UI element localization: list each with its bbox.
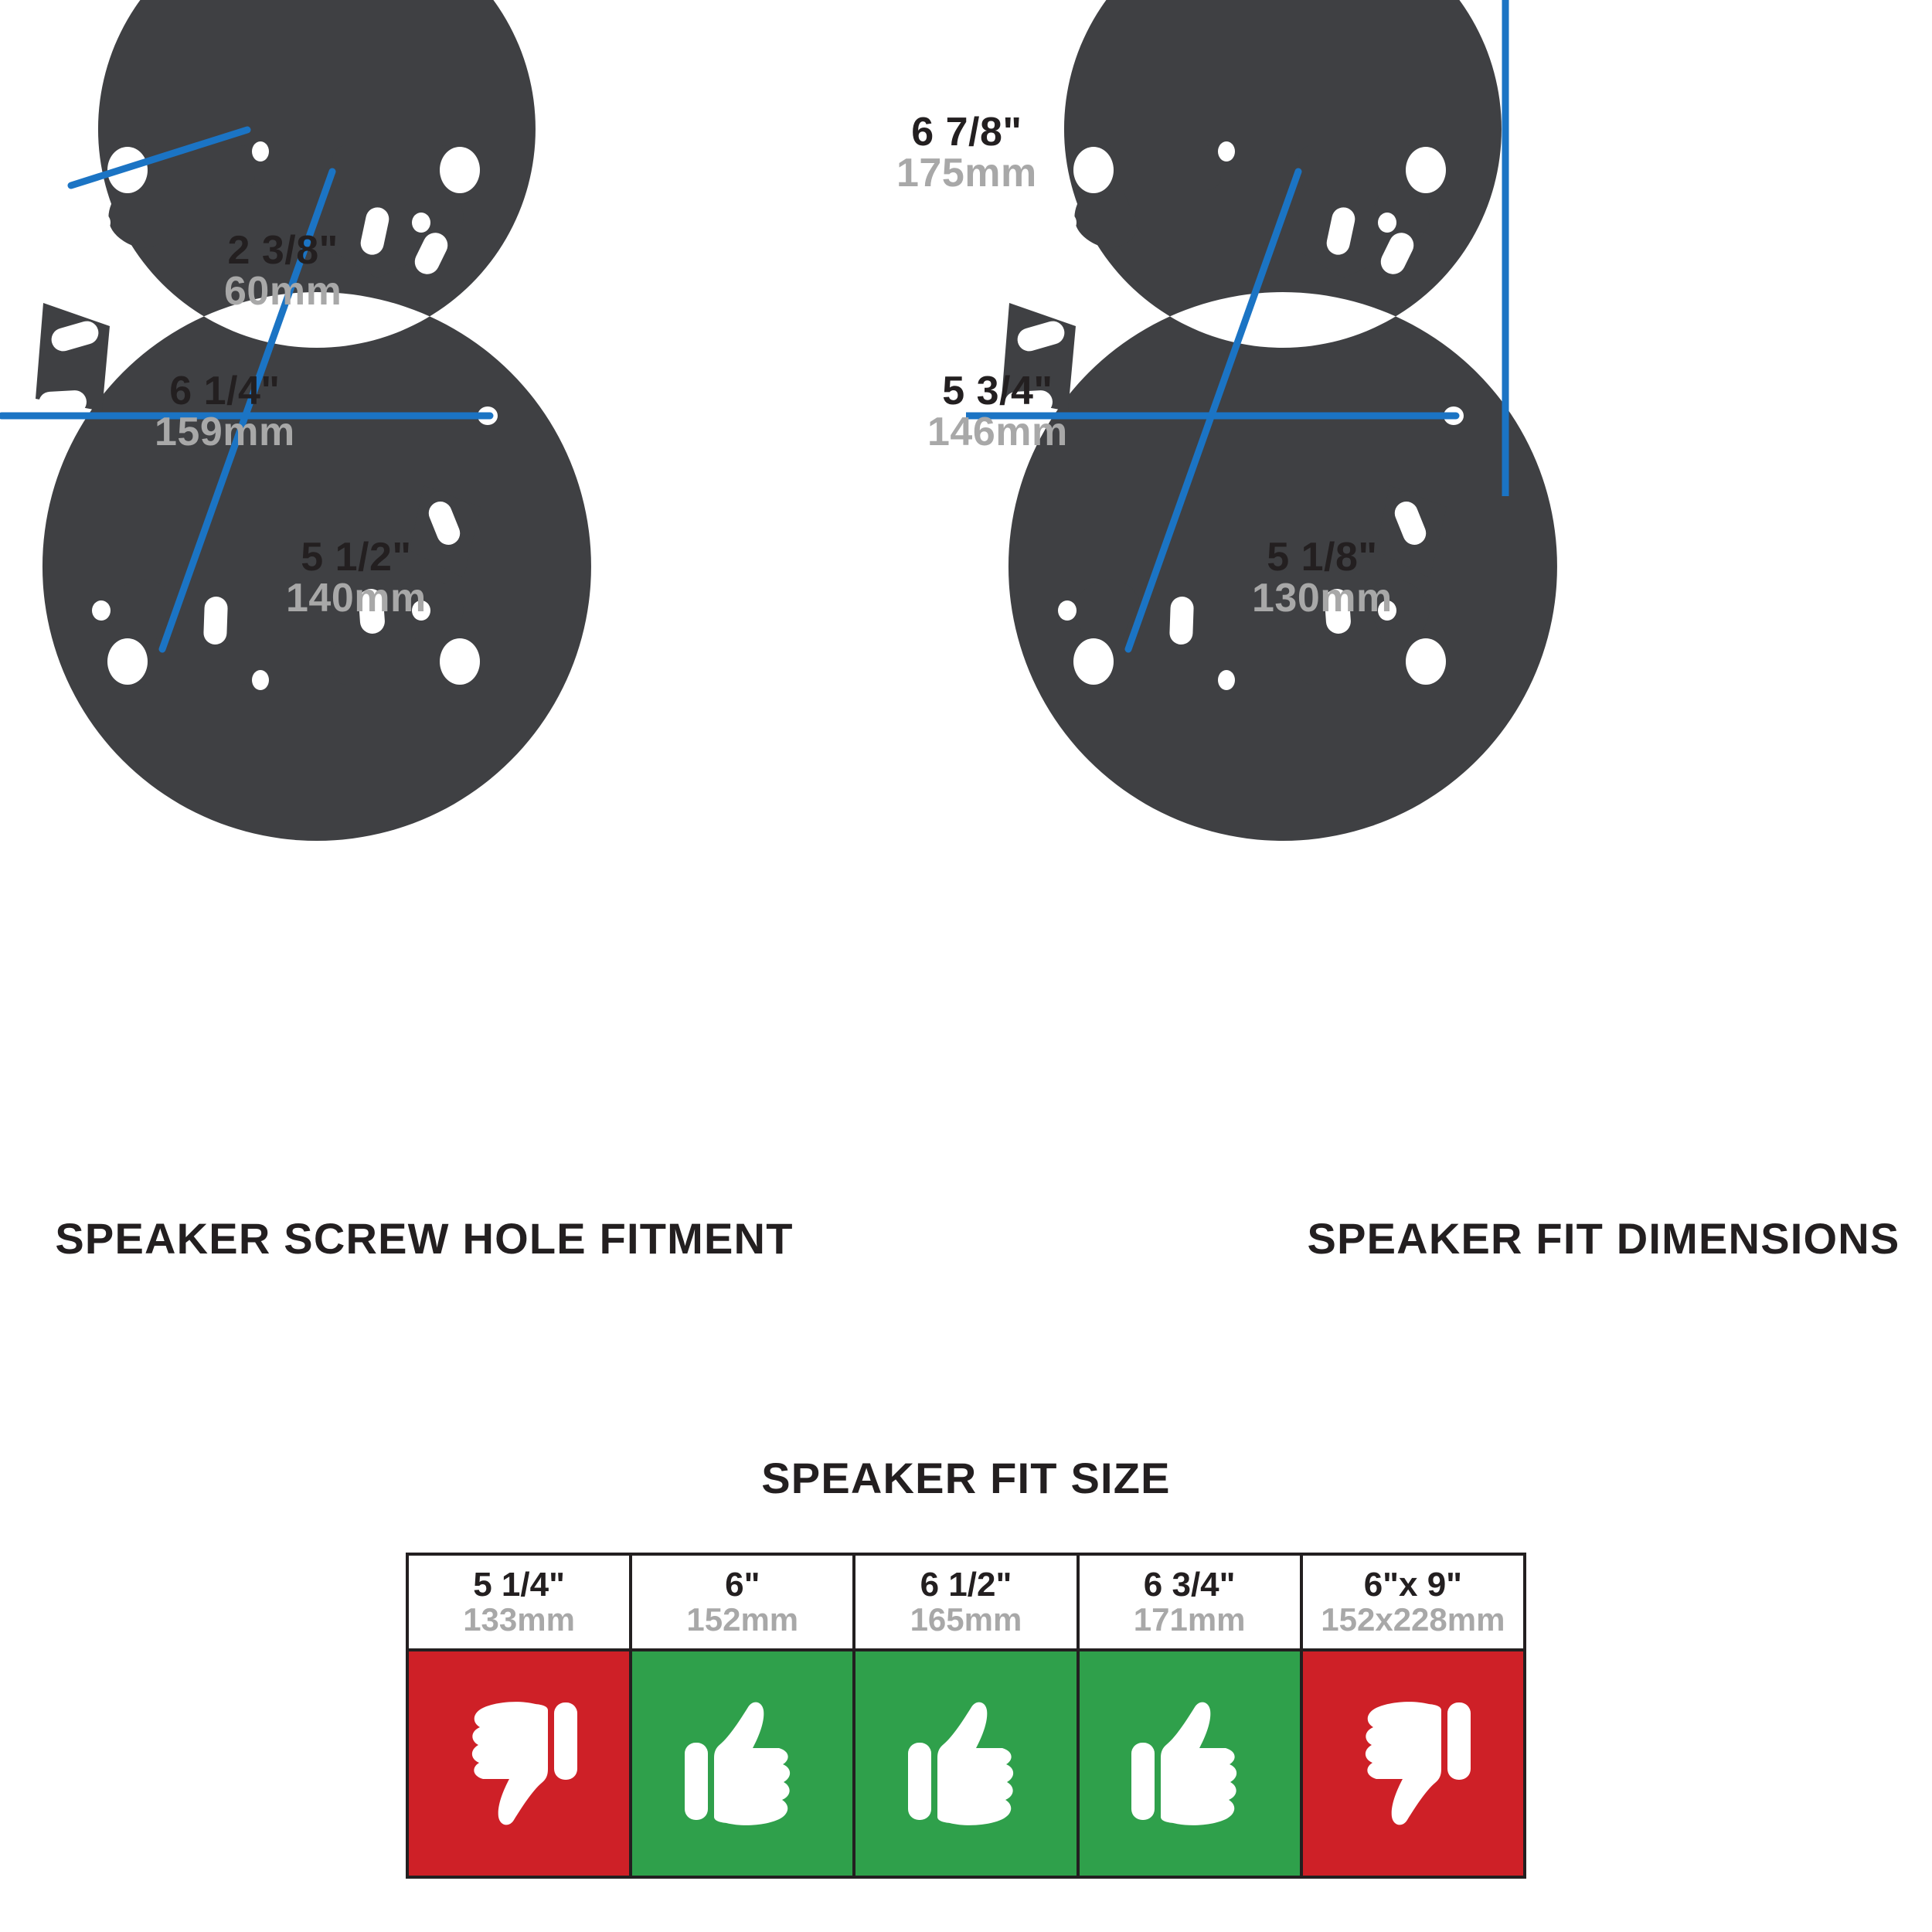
- tab-slots: [39, 207, 461, 645]
- overall-dimension-bracket: [1502, 0, 1509, 496]
- bracket-ring-graphic: [0, 0, 591, 841]
- fit-status-cell: [405, 1648, 633, 1879]
- fit-size-header-cell: 6 3/4" 171mm: [1076, 1553, 1303, 1651]
- thumbs-down-icon: [1366, 1702, 1471, 1825]
- dimension-line-hole-spacing: [67, 126, 251, 189]
- dimension-lines: [0, 126, 494, 653]
- fit-size-title: SPEAKER FIT SIZE: [761, 1454, 1171, 1502]
- thumbs-up-icon: [907, 1702, 1014, 1825]
- ring-body: [42, 0, 591, 841]
- ring-body: [1008, 0, 1557, 841]
- dimension-label-horizontal: 6 1/4" 159mm: [155, 369, 295, 455]
- panel-title-fit-dimensions: SPEAKER FIT DIMENSIONS: [1307, 1214, 1900, 1263]
- dimension-label-diagonal: 5 1/2" 140mm: [286, 535, 427, 621]
- fit-size-header-cell: 6"x 9" 152x228mm: [1299, 1553, 1527, 1651]
- fit-size-header-cell: 6" 152mm: [629, 1553, 856, 1651]
- bracket-ring-graphic: [966, 0, 1557, 841]
- table-header-row: 5 1/4" 133mm 6" 152mm 6 1/2" 165mm 6 3/4…: [405, 1553, 1527, 1651]
- tab-slots: [1005, 207, 1427, 645]
- table-status-row: [405, 1648, 1527, 1879]
- thumbs-up-icon: [1131, 1702, 1237, 1825]
- ear-bolt-holes: [1073, 147, 1446, 685]
- dimension-label-hole-spacing: 2 3/8" 60mm: [224, 228, 342, 315]
- dimension-line-diagonal: [1124, 168, 1302, 653]
- thumbs-up-icon: [684, 1702, 790, 1825]
- fit-size-header-cell: 6 1/2" 165mm: [852, 1553, 1080, 1651]
- dimension-lines: [966, 168, 1460, 653]
- fit-status-cell: [1299, 1648, 1527, 1879]
- mounting-ears: [1074, 145, 1430, 685]
- dimension-label-diagonal: 5 1/8" 130mm: [1252, 535, 1393, 621]
- panel-speaker-screw-hole-fitment: 2 3/8" 60mm 6 1/4" 159mm 5 1/2" 140mm SP…: [0, 0, 966, 1329]
- fit-status-cell: [1076, 1648, 1303, 1879]
- speaker-bracket-screw-hole-diagram: [0, 0, 591, 841]
- dimension-line-diagonal: [158, 168, 336, 653]
- speaker-bracket-fit-dimensions-diagram: [966, 0, 1557, 841]
- panel-speaker-fit-dimensions: 6 7/8" 175mm 5 3/4" 146mm 5 1/8" 130mm S…: [896, 0, 1932, 1329]
- fit-status-cell: [852, 1648, 1080, 1879]
- fit-size-header-cell: 5 1/4" 133mm: [405, 1553, 633, 1651]
- thumbs-down-icon: [471, 1702, 577, 1825]
- dimension-label-horizontal: 5 3/4" 146mm: [927, 369, 1068, 455]
- dimension-label-overall-width: 6 7/8" 175mm: [896, 110, 1037, 196]
- speaker-fit-size-section: SPEAKER FIT SIZE 5 1/4" 133mm 6" 152mm 6…: [0, 1453, 1932, 1879]
- fit-size-table: 5 1/4" 133mm 6" 152mm 6 1/2" 165mm 6 3/4…: [405, 1553, 1527, 1879]
- panel-title-screw-hole-fitment: SPEAKER SCREW HOLE FITMENT: [55, 1214, 794, 1263]
- fit-status-cell: [629, 1648, 856, 1879]
